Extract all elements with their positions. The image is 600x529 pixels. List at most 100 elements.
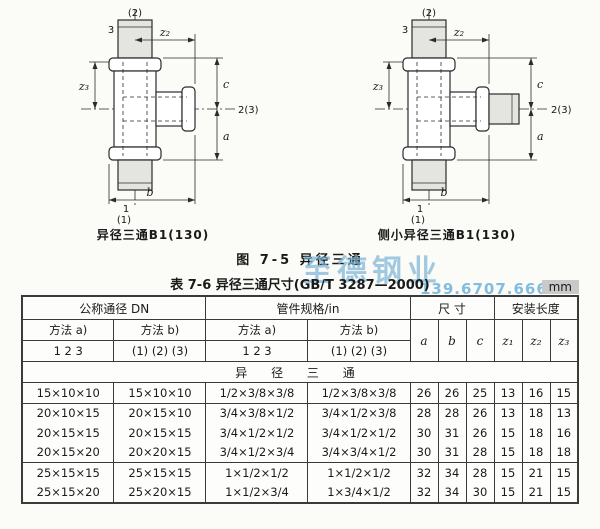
cell-spec-b: 3/4×1/2×3/8 [307,403,411,423]
header-dn-sub-b: (1) (2) (3) [113,340,207,362]
cell-z2: 16 [521,382,551,404]
cell-z1: 15 [493,482,523,503]
dimension-table: 公称通径 DN 管件规格/in 尺 寸 安装长度 方法 a) 方法 b) 方法 … [20,295,580,504]
tee-drawing-1: (2) 3 z₂ z₃ c a 2(3) b 1 (1) [78,8,259,226]
outlet-label-top-paren: (2) [128,8,142,19]
header-size: 尺 寸 [409,295,495,320]
header-col-b: b [437,319,467,362]
cell-a: 30 [409,442,439,463]
table-row: 15×10×10 15×10×10 1/2×3/8×3/8 1/2×3/8×3/… [21,382,579,404]
cell-dn-b: 20×15×10 [113,403,207,423]
cell-z1: 15 [493,442,523,463]
cell-z1: 13 [493,382,523,404]
outlet-label-bottom-paren: (1) [411,215,425,226]
cell-dn-a: 20×15×15 [21,423,115,443]
cell-b: 34 [437,462,467,483]
dim-label-b: b [146,186,153,199]
outlet-label-top-paren: (2) [422,8,436,19]
header-dn-sub-a: 1 2 3 [21,340,115,362]
table-row: 20×10×15 20×15×10 3/4×3/8×1/2 3/4×1/2×3/… [21,403,579,423]
cell-b: 28 [437,403,467,423]
dim-label-c: c [223,78,229,91]
cell-dn-a: 20×15×20 [21,442,115,463]
outlet-label-bottom-paren: (1) [117,215,131,226]
header-install: 安装长度 [493,295,579,320]
header-dn-method-b: 方法 b) [113,319,207,341]
header-spec-method-b: 方法 b) [307,319,411,341]
table-row: 25×15×15 25×15×15 1×1/2×1/2 1×1/2×1/2 32… [21,462,579,483]
cell-b: 34 [437,482,467,503]
bore-hidden-lines [416,62,481,156]
dim-label-b: b [440,186,447,199]
table-row: 25×15×20 25×20×15 1×1/2×3/4 1×3/4×1/2 32… [21,482,579,503]
header-spec-sub-b: (1) (2) (3) [307,340,411,362]
section-label: 异 径 三 通 [21,361,579,383]
cell-dn-b: 20×20×15 [113,442,207,463]
cell-spec-a: 1/2×3/8×3/8 [205,382,309,404]
cell-a: 28 [409,403,439,423]
dim-label-z2: z₂ [453,26,464,39]
cell-spec-a: 3/4×1/2×3/4 [205,442,309,463]
cell-dn-b: 25×15×15 [113,462,207,483]
header-spec: 管件规格/in [205,295,411,320]
dim-label-a: a [223,130,230,143]
drawing-caption-1: 异径三通B1(130) [96,228,210,242]
cell-c: 26 [465,403,495,423]
cell-z1: 15 [493,423,523,443]
outlet-label-top-num: 3 [402,25,408,36]
cell-spec-b: 1/2×3/8×3/8 [307,382,411,404]
cell-dn-b: 15×10×10 [113,382,207,404]
cell-spec-a: 3/4×3/8×1/2 [205,403,309,423]
outlet-label-top-num: 3 [108,25,114,36]
header-dn: 公称通径 DN [21,295,207,320]
cell-z2: 21 [521,482,551,503]
cell-z2: 18 [521,442,551,463]
header-dn-method-a: 方法 a) [21,319,115,341]
header-col-z2: z₂ [521,319,551,362]
unit-label: mm [541,280,579,294]
table-caption: 表 7-6 异径三通尺寸(GB/T 3287—2000) [170,278,430,293]
cell-z3: 15 [549,482,579,503]
cell-z3: 15 [549,462,579,483]
cell-b: 31 [437,423,467,443]
outlet-label-right: 2(3) [238,105,259,116]
cell-c: 28 [465,442,495,463]
header-spec-method-a: 方法 a) [205,319,309,341]
cell-dn-a: 25×15×15 [21,462,115,483]
cell-dn-a: 20×10×15 [21,403,115,423]
cell-z2: 18 [521,423,551,443]
cell-b: 31 [437,442,467,463]
cell-c: 30 [465,482,495,503]
drawing-reducing-tee: (2) 3 z₂ z₃ c a 2(3) b 1 (1) 异径三通B1(130) [15,4,291,243]
cell-b: 26 [437,382,467,404]
cell-a: 32 [409,482,439,503]
bore-hidden-lines [122,62,187,156]
table-caption-row: 表 7-6 异径三通尺寸(GB/T 3287—2000) mm [21,274,579,294]
cell-dn-a: 25×15×20 [21,482,115,503]
cell-z3: 16 [549,423,579,443]
dim-label-z3: z₃ [78,80,89,93]
cell-a: 30 [409,423,439,443]
section-row: 异 径 三 通 [21,361,579,383]
cell-spec-b: 1×1/2×1/2 [307,462,411,483]
cell-z2: 18 [521,403,551,423]
header-spec-sub-a: 1 2 3 [205,340,309,362]
cell-c: 28 [465,462,495,483]
cell-z3: 15 [549,382,579,404]
tee-drawing-2: (2) 3 z₂ z₃ c a 2(3) b 1 (1) [372,8,572,226]
cell-spec-b: 1×3/4×1/2 [307,482,411,503]
dimension-arrows [386,37,534,203]
figure-drawings: (2) 3 z₂ z₃ c a 2(3) b 1 (1) 异径三通B1(130) [0,0,600,243]
cell-dn-a: 15×10×10 [21,382,115,404]
figure-caption: 图 7-5 异径三通 [236,253,364,268]
cell-spec-b: 3/4×1/2×1/2 [307,423,411,443]
table-row: 20×15×20 20×20×15 3/4×1/2×3/4 3/4×3/4×1/… [21,442,579,463]
outlet-label-right: 2(3) [551,105,572,116]
cell-spec-a: 3/4×1/2×1/2 [205,423,309,443]
cell-z1: 13 [493,403,523,423]
cell-z1: 15 [493,462,523,483]
dim-label-a: a [537,130,544,143]
cell-a: 32 [409,462,439,483]
cell-a: 26 [409,382,439,404]
cell-spec-a: 1×1/2×3/4 [205,482,309,503]
